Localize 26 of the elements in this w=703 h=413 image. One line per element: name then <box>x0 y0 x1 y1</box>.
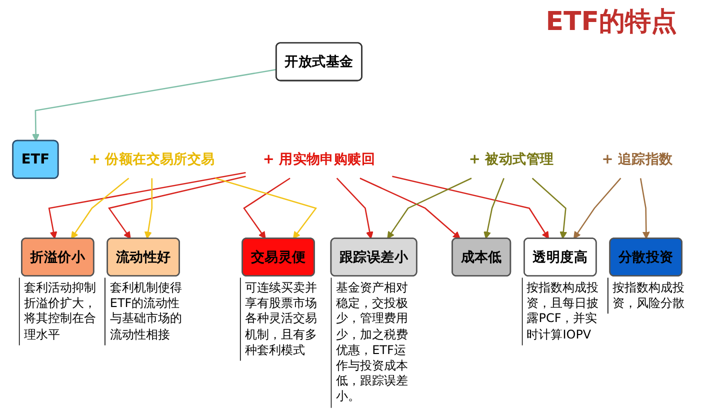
arrow <box>336 178 374 239</box>
title: ETF的特点 <box>546 6 677 39</box>
arrow <box>71 178 130 239</box>
arrow <box>48 172 246 239</box>
arrow <box>392 176 550 239</box>
arrow <box>108 176 246 239</box>
arrow <box>360 178 461 239</box>
arrow <box>215 178 318 239</box>
arrow <box>532 178 568 239</box>
description-text: 套利机制使得ETF的流动性与基础市场的流动性相接 <box>104 278 182 346</box>
node-text: + 被动式管理 <box>469 150 554 168</box>
arrow <box>387 178 472 239</box>
arrow <box>574 178 622 239</box>
node-text: + 用实物申购赎回 <box>262 150 376 168</box>
arrow <box>243 178 290 239</box>
description-text: 按指数构成投资，且每日披露PCF，并实时计算IOPV <box>522 278 599 346</box>
arrow <box>144 178 153 239</box>
node-text: + 追踪指数 <box>602 150 673 168</box>
description-text: 基金资产相对稳定，交投极少，管理费用少，加之税费优惠，ETF运作与投资成本低，跟踪误差小。 <box>331 278 417 408</box>
arrow <box>640 178 650 239</box>
description-text: 套利活动抑制折溢价扩大，将其控制在合理水平 <box>19 278 96 346</box>
description-text: 按指数构成投资，风险分散 <box>607 278 684 314</box>
arrow <box>32 68 277 142</box>
node-text: + 份额在交易所交易 <box>89 150 215 168</box>
description-text: 可连续买卖并享有股票市场各种灵活交易机制，且有多种套利模式 <box>240 278 317 361</box>
arrow <box>484 178 505 239</box>
